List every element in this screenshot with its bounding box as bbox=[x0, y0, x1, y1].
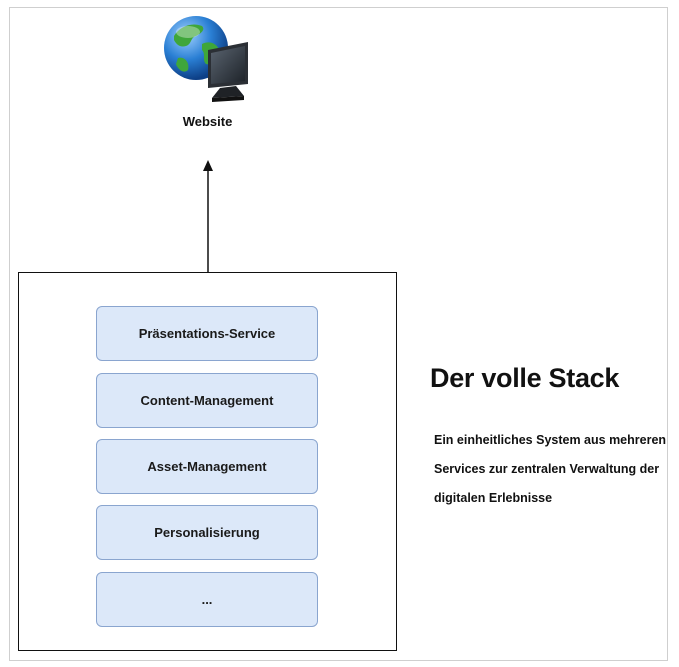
description-line: Ein einheitliches System aus mehreren bbox=[434, 433, 667, 447]
description-line: digitalen Erlebnisse bbox=[434, 491, 553, 505]
layer-personalisierung: Personalisierung bbox=[96, 505, 318, 560]
layer-praesentations-service: Präsentations-Service bbox=[96, 306, 318, 361]
flow-arrow bbox=[203, 160, 213, 272]
stack-container: Präsentations-Service Content-Management… bbox=[18, 272, 397, 651]
description-line: Services zur zentralen Verwaltung der bbox=[434, 462, 660, 476]
layer-content-management: Content-Management bbox=[96, 373, 318, 428]
globe-monitor-icon bbox=[164, 16, 248, 102]
stack-description: Ein einheitliches System aus mehreren Se… bbox=[434, 426, 674, 513]
website-label: Website bbox=[182, 114, 233, 129]
layer-asset-management: Asset-Management bbox=[96, 439, 318, 494]
layer-more: ... bbox=[96, 572, 318, 627]
stack-heading: Der volle Stack bbox=[430, 363, 620, 393]
website-node: Website bbox=[160, 14, 255, 134]
